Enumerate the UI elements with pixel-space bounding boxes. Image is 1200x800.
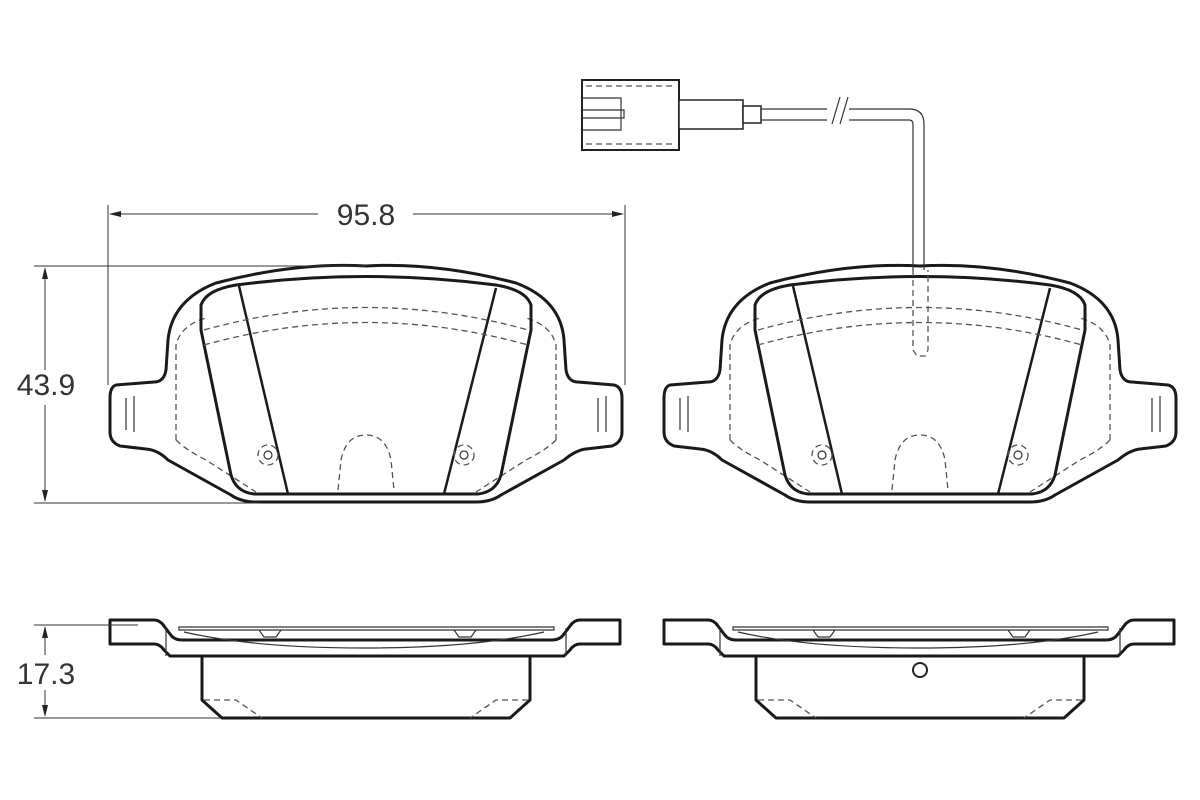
side-view-left-pad [108, 618, 622, 720]
front-view-left-pad [108, 263, 624, 504]
sensor-hole-icon [912, 662, 928, 678]
wear-sensor [581, 79, 929, 357]
dimension-height: 43.9 [17, 265, 366, 504]
dimension-width: 95.8 [107, 199, 626, 385]
thickness-value: 17.3 [17, 658, 75, 691]
front-view-right-pad [662, 263, 1178, 504]
height-value: 43.9 [17, 369, 75, 402]
side-view-right-pad [662, 618, 1176, 720]
dimension-thickness: 17.3 [17, 624, 220, 719]
cable-break-icon [831, 96, 849, 125]
sensor-connector [581, 79, 680, 151]
width-value: 95.8 [337, 199, 395, 232]
